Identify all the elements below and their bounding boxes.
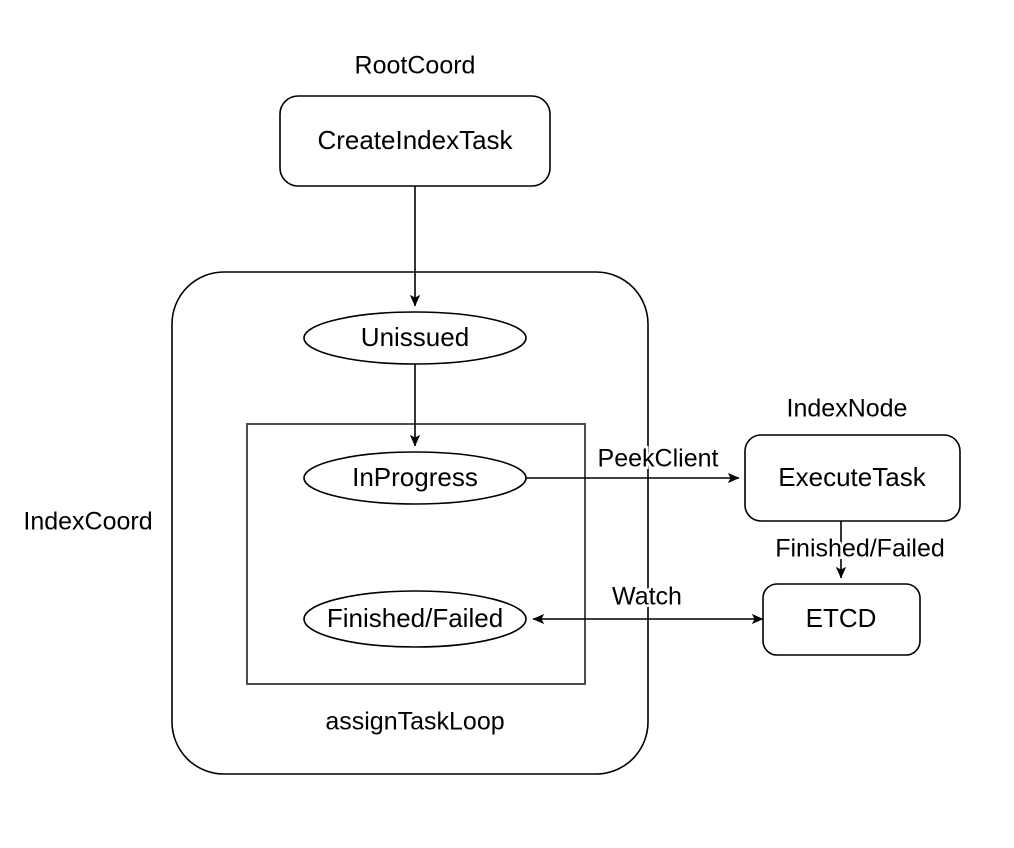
group-label-rootcoord: RootCoord xyxy=(355,52,476,80)
execute-task-label: ExecuteTask xyxy=(778,462,926,492)
node-unissued[interactable]: Unissued xyxy=(303,311,527,365)
finished-failed-edge-label: Finished/Failed xyxy=(775,535,945,563)
indexcoord-container-outline xyxy=(171,271,649,775)
in-progress-label: InProgress xyxy=(352,462,478,492)
group-label-indexnode: IndexNode xyxy=(787,395,908,423)
finished-failed-state-label: Finished/Failed xyxy=(327,603,503,633)
unissued-label: Unissued xyxy=(361,322,469,352)
node-etcd[interactable]: ETCD xyxy=(762,583,921,656)
edge-label-peekclient: PeekClient xyxy=(595,442,721,475)
indexnode-label: IndexNode xyxy=(787,395,908,423)
group-label-assigntaskloop: assignTaskLoop xyxy=(325,708,504,736)
create-index-task-label: CreateIndexTask xyxy=(317,125,513,155)
node-finished-failed-state[interactable]: Finished/Failed xyxy=(303,590,527,648)
edge-label-watch: Watch xyxy=(610,580,685,613)
execute-task-shape[interactable] xyxy=(744,434,961,522)
etcd-shape[interactable] xyxy=(762,583,921,656)
group-label-indexcoord: IndexCoord xyxy=(23,508,152,536)
node-execute-task[interactable]: ExecuteTask xyxy=(744,434,961,522)
node-create-index-task[interactable]: CreateIndexTask xyxy=(279,95,551,187)
finished-failed-state-shape[interactable] xyxy=(303,590,527,648)
edge-label-finished-failed: Finished/Failed xyxy=(773,532,948,565)
assigntaskloop-container-outline xyxy=(246,423,586,685)
assigntaskloop-container xyxy=(246,423,586,685)
indexcoord-label: IndexCoord xyxy=(23,508,152,536)
create-index-task-shape[interactable] xyxy=(279,95,551,187)
rootcoord-label: RootCoord xyxy=(355,52,476,80)
watch-label: Watch xyxy=(612,583,682,611)
peekclient-label: PeekClient xyxy=(598,445,719,473)
indexcoord-container xyxy=(171,271,649,775)
node-in-progress[interactable]: InProgress xyxy=(303,451,527,505)
unissued-shape[interactable] xyxy=(303,311,527,365)
in-progress-shape[interactable] xyxy=(303,451,527,505)
etcd-label: ETCD xyxy=(806,603,877,633)
assigntaskloop-label: assignTaskLoop xyxy=(325,708,504,736)
